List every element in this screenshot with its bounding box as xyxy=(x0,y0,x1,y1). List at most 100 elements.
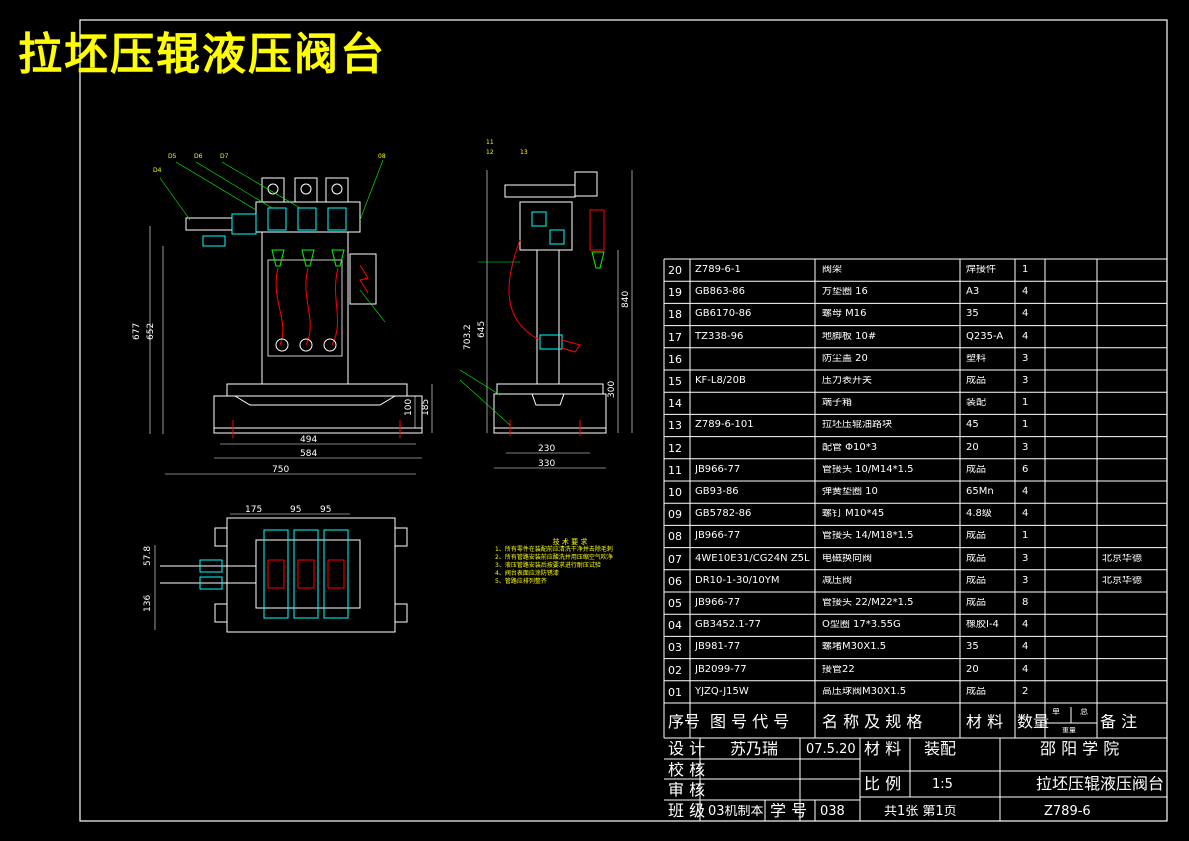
bom-cell-material: 4.8级 xyxy=(966,509,992,520)
bom-header-name: 名 称 及 规 格 xyxy=(822,714,923,730)
bom-cell-name: 方垫圈 16 xyxy=(822,287,868,298)
tb-date: 07.5.20 xyxy=(806,743,856,756)
bom-cell-no: 09 xyxy=(668,509,682,521)
note-line: 4、阀台表面应涂防锈漆 xyxy=(495,570,559,577)
bom-cell-name: 防尘盖 20 xyxy=(822,353,868,364)
front-view: 677 652 494 584 750 100 185 D5 D6 D7 D4 … xyxy=(132,153,433,475)
bom-cell-no: 20 xyxy=(668,265,682,276)
side-view: 840 645 703.2 300 230 330 11 12 13 xyxy=(459,139,633,469)
dim-677: 677 xyxy=(132,323,142,340)
drawing-title: 拉坯压辊液压阀台 xyxy=(18,29,386,80)
bom-cell-qty: 3 xyxy=(1022,575,1029,586)
bom-cell-no: 13 xyxy=(668,420,682,432)
bom-cell-material: 35 xyxy=(966,642,979,653)
bom-cell-no: 18 xyxy=(668,309,682,321)
bom-cell-name: 螺母 M16 xyxy=(822,309,867,320)
tb-material-label: 材 料 xyxy=(864,741,902,757)
tb-designer: 苏乃瑞 xyxy=(730,741,779,757)
bom-cell-code: JB966-77 xyxy=(695,598,741,608)
bom-cell-material: 65Mn xyxy=(966,487,994,497)
bom-cell-no: 19 xyxy=(668,287,682,299)
bom-cell-qty: 4 xyxy=(1022,331,1029,342)
bom-cell-note: 北京华德 xyxy=(1102,575,1142,586)
bom-cell-code: TZ338-96 xyxy=(695,331,744,342)
tb-check-label: 校 核 xyxy=(668,762,706,778)
bom-cell-material: 20 xyxy=(966,442,979,453)
bom-cell-name: 端子箱 xyxy=(822,398,852,409)
dim-840: 840 xyxy=(621,291,631,308)
tag-d4: D4 xyxy=(153,167,162,174)
dim-494: 494 xyxy=(300,435,317,445)
bom-cell-qty: 3 xyxy=(1022,442,1029,453)
bom-cell-name: 压力表开关 xyxy=(822,376,872,386)
bom-cell-name: O型圈 17*3.55G xyxy=(822,620,901,631)
bom-cell-qty: 4 xyxy=(1022,620,1029,631)
bom-header-qty: 数量 xyxy=(1017,714,1050,730)
bom-cell-no: 10 xyxy=(668,487,682,498)
dim-185: 185 xyxy=(421,399,431,416)
bom-cell-qty: 3 xyxy=(1022,553,1029,564)
dim-57: 57.8 xyxy=(143,546,153,566)
bom-cell-name: 地脚板 10# xyxy=(822,331,877,342)
bom-cell-note: 北京华德 xyxy=(1102,553,1142,564)
bom-cell-name: 管接头 14/M18*1.5 xyxy=(822,531,914,542)
bom-cell-no: 15 xyxy=(668,376,682,387)
bom-cell-code: GB3452.1-77 xyxy=(695,620,761,631)
bom-cell-material: 成品 xyxy=(966,575,986,586)
bom-cell-no: 08 xyxy=(668,531,682,543)
note-line: 1、所有零件在装配前应清洗干净并去除毛刺 xyxy=(495,546,613,553)
dim-652: 652 xyxy=(146,323,156,340)
bom-cell-code: Z789-6-1 xyxy=(695,265,741,275)
bom-cell-no: 02 xyxy=(668,664,682,676)
bom-cell-no: 05 xyxy=(668,598,682,609)
bom-cell-no: 17 xyxy=(668,331,682,343)
dim-750: 750 xyxy=(272,465,289,475)
bom-cell-material: 成品 xyxy=(966,464,986,475)
plan-view: 175 95 95 57.8 136 xyxy=(143,505,408,633)
dim-230: 230 xyxy=(538,444,555,454)
bom-cell-name: 减压阀 xyxy=(822,575,852,586)
tag-11: 11 xyxy=(486,139,494,146)
bom-header-total: 总 xyxy=(1080,708,1088,716)
tag-d6: D6 xyxy=(194,153,203,160)
bom-cell-material: A3 xyxy=(966,287,980,298)
dim-175: 175 xyxy=(245,505,262,515)
tag-13: 13 xyxy=(520,149,528,156)
tb-student-label: 学 号 xyxy=(770,803,808,819)
bom-header-material: 材 料 xyxy=(966,714,1004,730)
bom-cell-name: 拉坯压辊油路块 xyxy=(822,420,892,431)
bom-cell-no: 04 xyxy=(668,620,682,632)
bom-cell-material: 45 xyxy=(966,420,979,431)
outer-frame xyxy=(79,19,1168,822)
bom-cell-qty: 1 xyxy=(1022,398,1029,409)
bom-cell-material: 装配 xyxy=(966,398,986,409)
bom-cell-qty: 1 xyxy=(1022,531,1029,542)
bom-cell-qty: 8 xyxy=(1022,598,1029,608)
bom-cell-name: 管接头 10/M14*1.5 xyxy=(822,464,914,475)
bom-cell-name: 接管22 xyxy=(822,664,855,675)
bom-cell-name: 螺堵M30X1.5 xyxy=(822,642,887,653)
bom-cell-material: 橡胶I-4 xyxy=(966,620,999,631)
tb-review-label: 审 核 xyxy=(668,782,706,798)
note-line: 3、液压管路安装后按要求进行耐压试验 xyxy=(495,562,601,569)
bom-header-code: 图 号 代 号 xyxy=(710,714,790,730)
bom-cell-name: 配管 Φ10*3 xyxy=(822,442,878,453)
bom-cell-no: 03 xyxy=(668,642,682,654)
tb-class-value: 03机制本 xyxy=(708,805,764,818)
bom-cell-material: 成品 xyxy=(966,553,986,564)
bom-cell-name: 螺钉 M10*45 xyxy=(822,509,885,520)
bom-cell-no: 16 xyxy=(668,353,682,365)
technical-notes: 技 术 要 求 1、所有零件在装配前应清洗干净并去除毛刺 2、所有管路安装前应酸… xyxy=(495,538,645,586)
bom-header-no: 序号 xyxy=(668,714,701,730)
tb-class-label: 班 级 xyxy=(668,803,706,819)
dim-584: 584 xyxy=(300,449,317,459)
tag-08: 08 xyxy=(378,153,386,160)
dim-100: 100 xyxy=(404,399,414,416)
bom-cell-material: 成品 xyxy=(966,376,986,386)
dim-645: 645 xyxy=(477,321,487,338)
bom-cell-name: 弹簧垫圈 10 xyxy=(822,487,878,497)
bom-cell-no: 11 xyxy=(668,464,682,476)
bom-cell-qty: 4 xyxy=(1022,664,1029,675)
bom-cell-material: Q235-A xyxy=(966,331,1004,342)
